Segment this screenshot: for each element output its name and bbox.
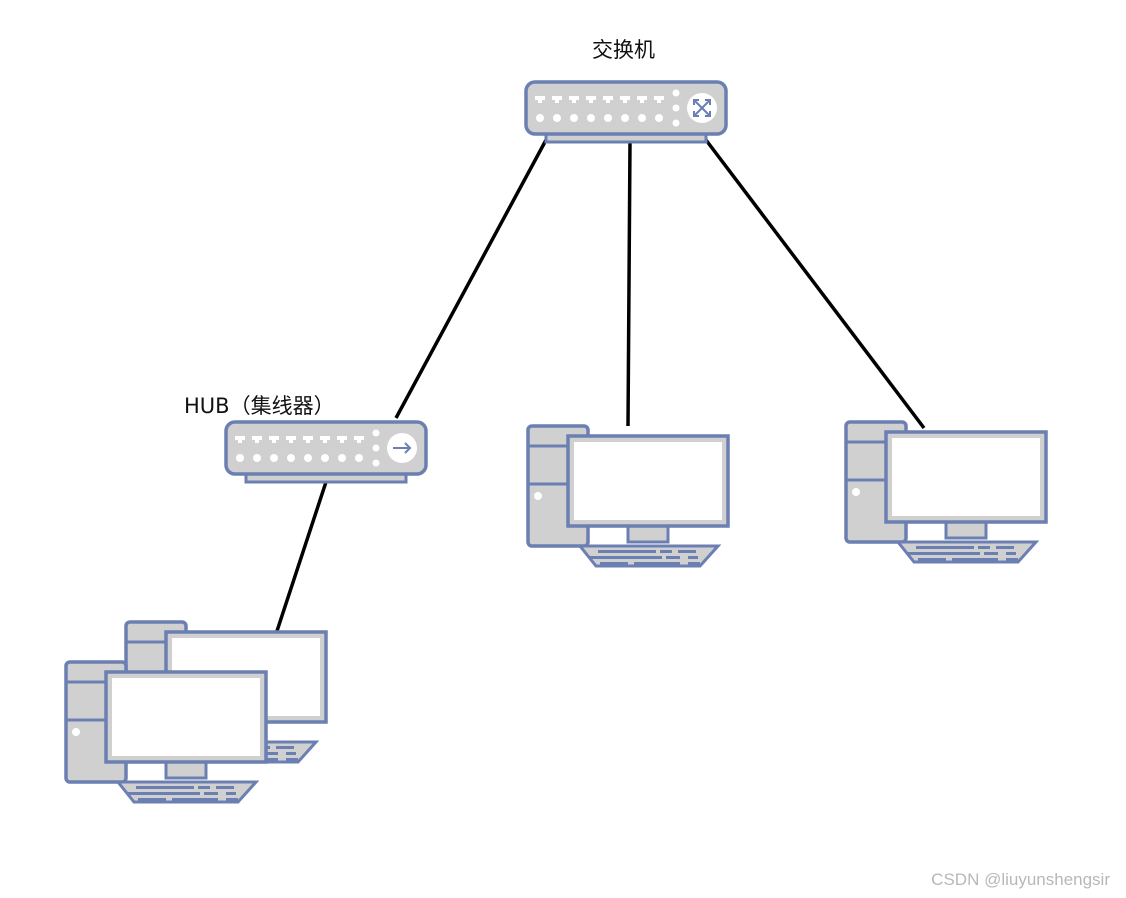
ethernet-port-icon <box>252 436 262 443</box>
power-button <box>534 492 542 500</box>
status-led <box>672 104 680 112</box>
status-led <box>338 454 346 462</box>
ethernet-port-icon <box>286 436 296 443</box>
status-led <box>604 114 612 122</box>
power-button <box>72 728 80 736</box>
ethernet-port-icon <box>569 96 579 103</box>
computer-icon <box>526 424 730 568</box>
ethernet-port-icon <box>303 436 313 443</box>
status-led <box>672 89 680 97</box>
link-switch-pc-right <box>704 138 926 430</box>
status-led <box>570 114 578 122</box>
ethernet-port-icon <box>637 96 647 103</box>
connection-links <box>274 138 926 635</box>
status-led <box>672 119 680 127</box>
status-led <box>372 459 380 467</box>
ethernet-port-icon <box>620 96 630 103</box>
ethernet-port-icon <box>235 436 245 443</box>
monitor-screen <box>574 442 722 520</box>
monitor-screen <box>112 678 260 756</box>
status-led <box>236 454 244 462</box>
hub-label: HUB（集线器） <box>184 394 335 418</box>
status-led <box>304 454 312 462</box>
power-button <box>852 488 860 496</box>
switch-device <box>524 80 728 144</box>
status-led <box>270 454 278 462</box>
status-led <box>372 444 380 452</box>
status-led <box>655 114 663 122</box>
switch-label: 交换机 <box>592 38 655 62</box>
status-led <box>321 454 329 462</box>
status-led <box>287 454 295 462</box>
status-led <box>355 454 363 462</box>
watermark: CSDN @liuyunshengsir <box>931 870 1110 889</box>
ethernet-port-icon <box>586 96 596 103</box>
status-led <box>621 114 629 122</box>
link-switch-pc-center <box>626 141 632 427</box>
port-row <box>535 89 680 127</box>
status-led <box>553 114 561 122</box>
computer-icon <box>844 420 1048 564</box>
monitor-screen <box>892 438 1040 516</box>
status-led <box>536 114 544 122</box>
status-led <box>372 429 380 437</box>
status-led <box>638 114 646 122</box>
hub-device <box>224 420 428 484</box>
ethernet-port-icon <box>552 96 562 103</box>
ethernet-port-icon <box>654 96 664 103</box>
port-row <box>235 429 380 467</box>
status-led <box>253 454 261 462</box>
ethernet-port-icon <box>535 96 545 103</box>
computer-icon <box>64 660 268 804</box>
cross-arrows-icon <box>693 99 711 117</box>
link-hub-pc-group <box>274 481 328 635</box>
ethernet-port-icon <box>269 436 279 443</box>
link-switch-hub <box>394 139 548 419</box>
arrow-right-icon <box>393 442 412 454</box>
ethernet-port-icon <box>603 96 613 103</box>
ethernet-port-icon <box>337 436 347 443</box>
status-led <box>587 114 595 122</box>
ethernet-port-icon <box>354 436 364 443</box>
ethernet-port-icon <box>320 436 330 443</box>
